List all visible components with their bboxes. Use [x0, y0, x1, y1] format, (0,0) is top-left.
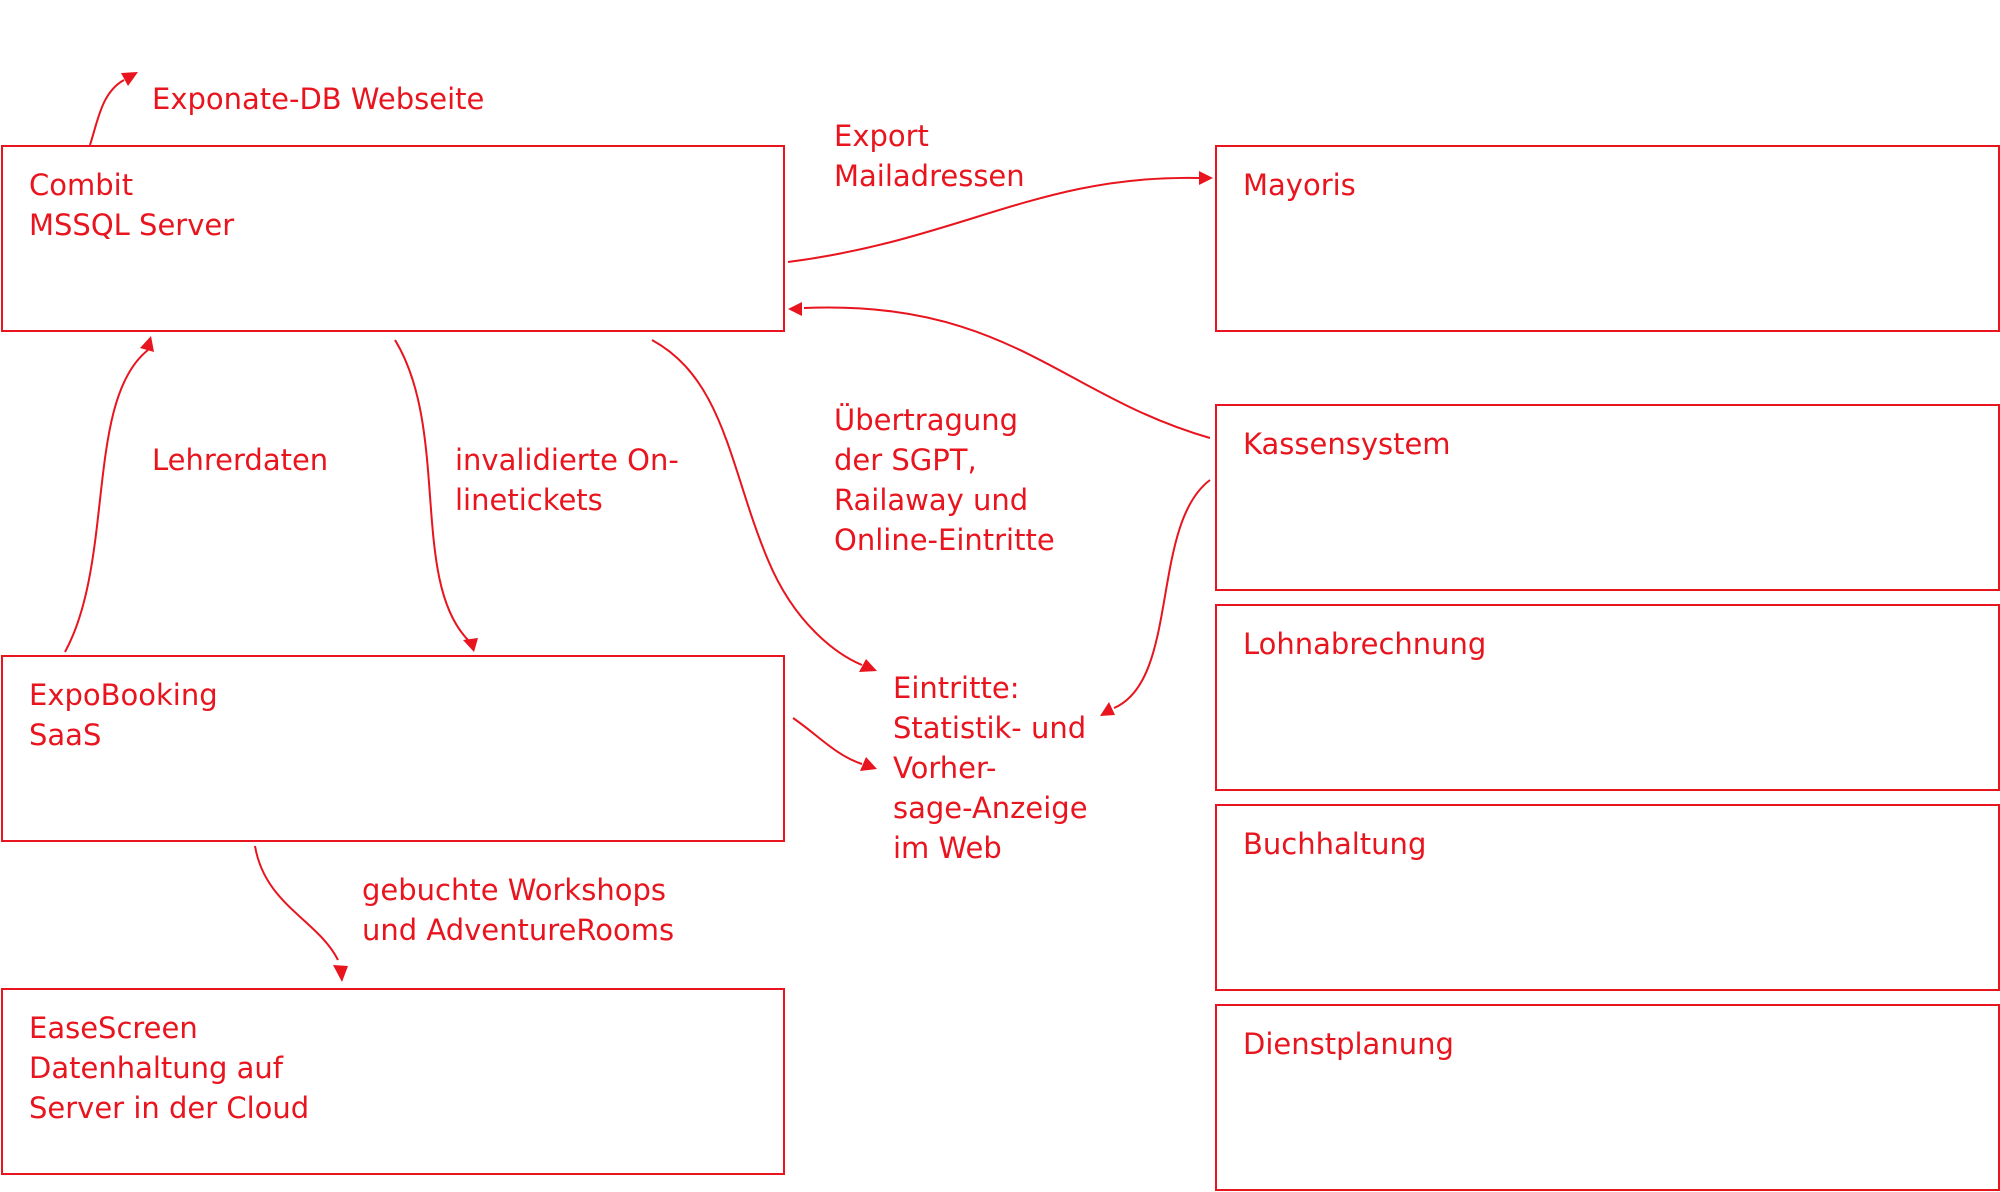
combit-mssql-box: Combit MSSQL Server — [1, 145, 785, 332]
eintritte-web-node: Eintritte: Statistik- und Vorher- sage-A… — [893, 671, 1088, 865]
arrowhead-invalidierte-onlinetickets — [463, 638, 478, 652]
exponate-webseite-label: Exponate-DB Webseite — [152, 82, 485, 116]
edge-combit-eintritte — [651, 339, 863, 666]
arrowhead-uebertragung — [788, 302, 802, 316]
buchhaltung-label: Buchhaltung — [1243, 827, 1427, 861]
dienstplanung-label: Dienstplanung — [1243, 1027, 1454, 1061]
arrowhead-export-mailadressen — [1199, 171, 1213, 185]
lehrerdaten-label: Lehrerdaten — [152, 443, 329, 477]
arrowhead-kassen-eintritte — [1100, 702, 1115, 716]
dienstplanung-box: Dienstplanung — [1215, 1004, 2000, 1191]
arrowhead-expobooking-eintritte — [860, 757, 877, 771]
edge-gebuchte-workshops — [254, 845, 339, 961]
edge-kassen-eintritte — [1113, 479, 1211, 709]
combit-mssql-label: Combit MSSQL Server — [29, 168, 235, 242]
edge-exponate-webseite — [89, 79, 125, 146]
arrowhead-lehrerdaten — [140, 336, 154, 352]
easescreen-label: EaseScreen Datenhaltung auf Server in de… — [29, 1011, 310, 1125]
expobooking-label: ExpoBooking SaaS — [29, 678, 218, 752]
easescreen-box: EaseScreen Datenhaltung auf Server in de… — [1, 988, 785, 1175]
expobooking-box: ExpoBooking SaaS — [1, 655, 785, 842]
kassensystem-box: Kassensystem — [1215, 404, 2000, 591]
edge-lehrerdaten — [64, 349, 149, 653]
edge-expobooking-eintritte — [792, 717, 863, 765]
export-mailadressen-label: Export Mailadressen — [834, 119, 1025, 193]
arrowhead-gebuchte-workshops — [333, 965, 348, 982]
mayoris-box: Mayoris — [1215, 145, 2000, 332]
mayoris-label: Mayoris — [1243, 168, 1356, 202]
lohnabrechnung-box: Lohnabrechnung — [1215, 604, 2000, 791]
lohnabrechnung-label: Lohnabrechnung — [1243, 627, 1487, 661]
kassensystem-label: Kassensystem — [1243, 427, 1451, 461]
invalidierte-onlinetickets-label: invalidierte On- linetickets — [455, 443, 679, 517]
arrowhead-combit-eintritte — [859, 659, 877, 672]
gebuchte-workshops-label: gebuchte Workshops und AdventureRooms — [362, 873, 675, 947]
arrowhead-exponate-webseite — [121, 72, 138, 86]
uebertragung-label: Übertragung der SGPT, Railaway und Onlin… — [834, 403, 1055, 557]
buchhaltung-box: Buchhaltung — [1215, 804, 2000, 991]
